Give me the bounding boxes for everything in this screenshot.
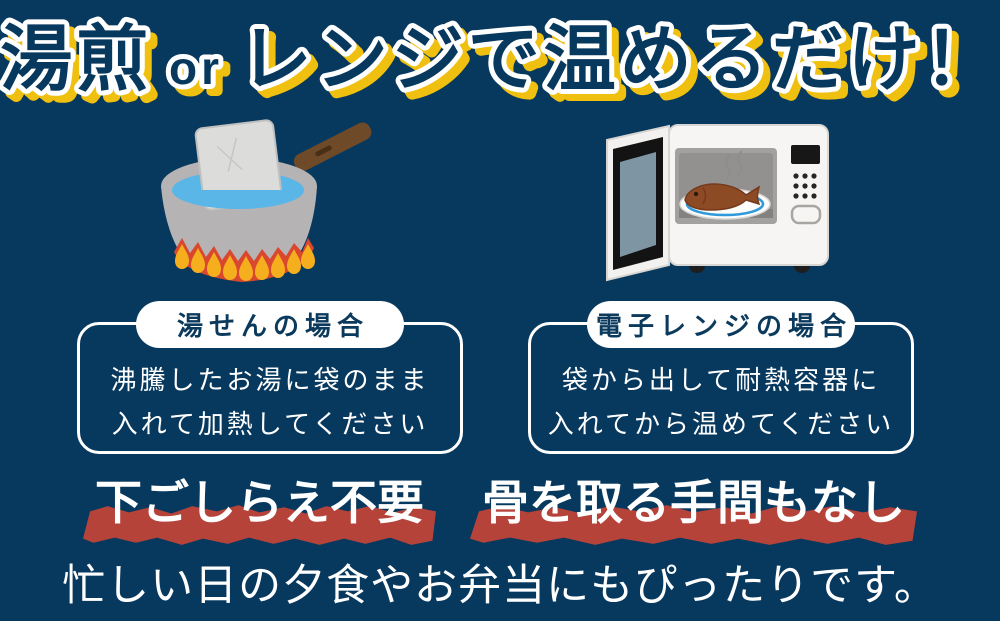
- method-card-yusen: 湯せんの場合 沸騰したお湯に袋のまま 入れて加熱してください: [77, 301, 463, 454]
- highlight-text: 下ごしらえ不要: [95, 476, 424, 529]
- button-dots: [793, 173, 817, 199]
- microwave-door-icon: [606, 124, 670, 282]
- title-shadow-text: 湯煎 or レンジで温めるだけ！: [7, 27, 1000, 107]
- red-brush-stroke: [83, 505, 436, 545]
- fish-on-plate-icon: [679, 183, 771, 220]
- page-title-banner: 湯煎 or レンジで温めるだけ！ 湯煎 or レンジで温めるだけ！: [0, 15, 1000, 112]
- method-instructions-microwave: 袋から出して耐熱容器に 入れてから温めてください: [531, 359, 911, 446]
- stove-flames-icon: [174, 238, 315, 282]
- red-brush-stroke: [470, 505, 917, 545]
- pot-illustration: [161, 119, 372, 282]
- method-label-text: 湯せんの場合: [176, 311, 369, 341]
- instruction-line-2: 入れてから温めてください: [547, 408, 895, 439]
- display: [791, 145, 820, 164]
- highlight-line: 下ごしらえ不要 骨を取る手間もなし: [0, 472, 1000, 545]
- highlight-part-2: 骨を取る手間もなし: [470, 472, 917, 545]
- highlight-text: 骨を取る手間もなし: [482, 476, 905, 529]
- method-label-text: 電子レンジの場合: [595, 311, 852, 341]
- closing-line: 忙しい日の夕食やお弁当にもぴったりです。: [62, 562, 938, 610]
- method-label-yusen: 湯せんの場合: [136, 301, 404, 348]
- microwave-control-panel: [790, 145, 822, 225]
- method-instructions-yusen: 沸騰したお湯に袋のまま 入れて加熱してください: [80, 359, 460, 446]
- method-card-microwave: 電子レンジの場合 袋から出して耐熱容器に 入れてから温めてください: [528, 301, 914, 454]
- microwave-illustration: [606, 124, 829, 282]
- page-title: 湯煎 or レンジで温めるだけ！: [0, 20, 1000, 100]
- open-button: [790, 204, 822, 225]
- highlight-part-1: 下ごしらえ不要: [83, 472, 436, 545]
- instruction-line-1: 沸騰したお湯に袋のまま: [110, 365, 430, 395]
- instruction-line-1: 袋から出して耐熱容器に: [561, 365, 881, 395]
- water-surface: [172, 190, 304, 209]
- method-label-microwave: 電子レンジの場合: [587, 301, 855, 348]
- instruction-line-2: 入れて加熱してください: [111, 408, 429, 439]
- pot-handle-icon: [293, 122, 372, 172]
- steam-icon: [725, 150, 743, 180]
